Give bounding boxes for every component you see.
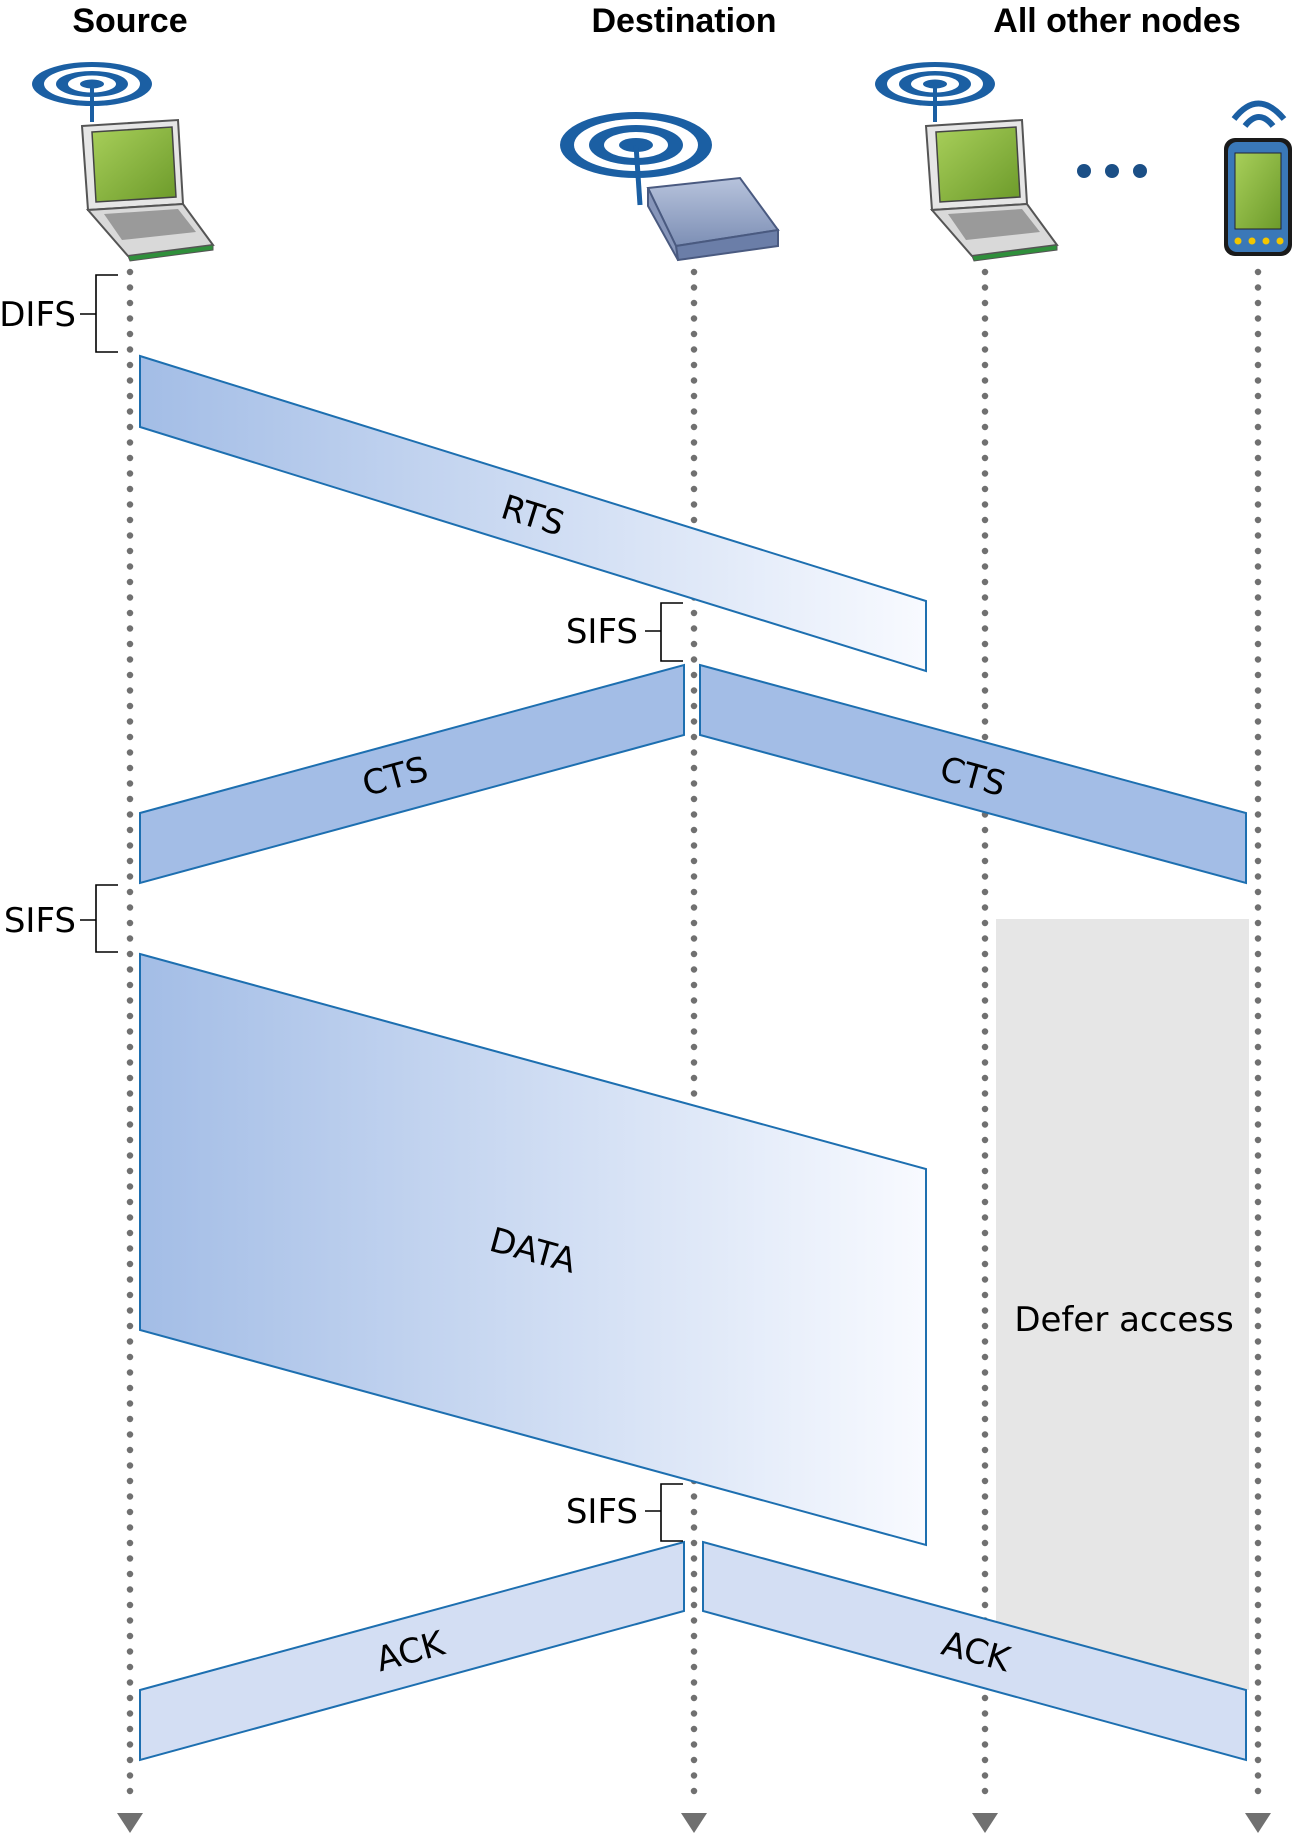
access-point-icon — [560, 112, 780, 262]
defer-access-label: Defer access — [1014, 1300, 1233, 1340]
sifs-bracket-destination-2: SIFS — [566, 1483, 683, 1542]
laptop-icon — [32, 62, 215, 262]
lifeline-source — [117, 268, 143, 1833]
cts-frame-to-source — [139, 663, 685, 885]
wireless-signal-icon — [1231, 100, 1287, 128]
other-nodes-column-title: All other nodes — [993, 2, 1240, 40]
destination-column-title: Destination — [591, 2, 776, 40]
ack-frame-to-others — [702, 1540, 1247, 1762]
cts-frame-to-others — [699, 663, 1247, 885]
lifeline-destination — [681, 268, 707, 1833]
source-column-title: Source — [72, 2, 187, 40]
laptop-icon — [875, 62, 1059, 262]
defer-access-region — [996, 919, 1249, 1690]
ack-frame-to-source — [139, 1540, 685, 1762]
sifs-bracket-destination-1: SIFS — [566, 602, 683, 662]
smartphone-icon — [1224, 100, 1292, 256]
lifeline-other-laptop — [972, 268, 998, 1833]
difs-bracket: DIFS — [0, 274, 118, 353]
lifeline-other-phone — [1245, 268, 1271, 1833]
difs-label: DIFS — [0, 295, 76, 335]
rts-frame — [139, 354, 927, 673]
sifs-bracket-source: SIFS — [4, 884, 118, 953]
ellipsis-icon — [1077, 164, 1147, 178]
sifs-label-3: SIFS — [566, 1492, 638, 1532]
sifs-label-2: SIFS — [4, 901, 76, 941]
sifs-label-1: SIFS — [566, 612, 638, 652]
data-frame — [139, 952, 927, 1547]
